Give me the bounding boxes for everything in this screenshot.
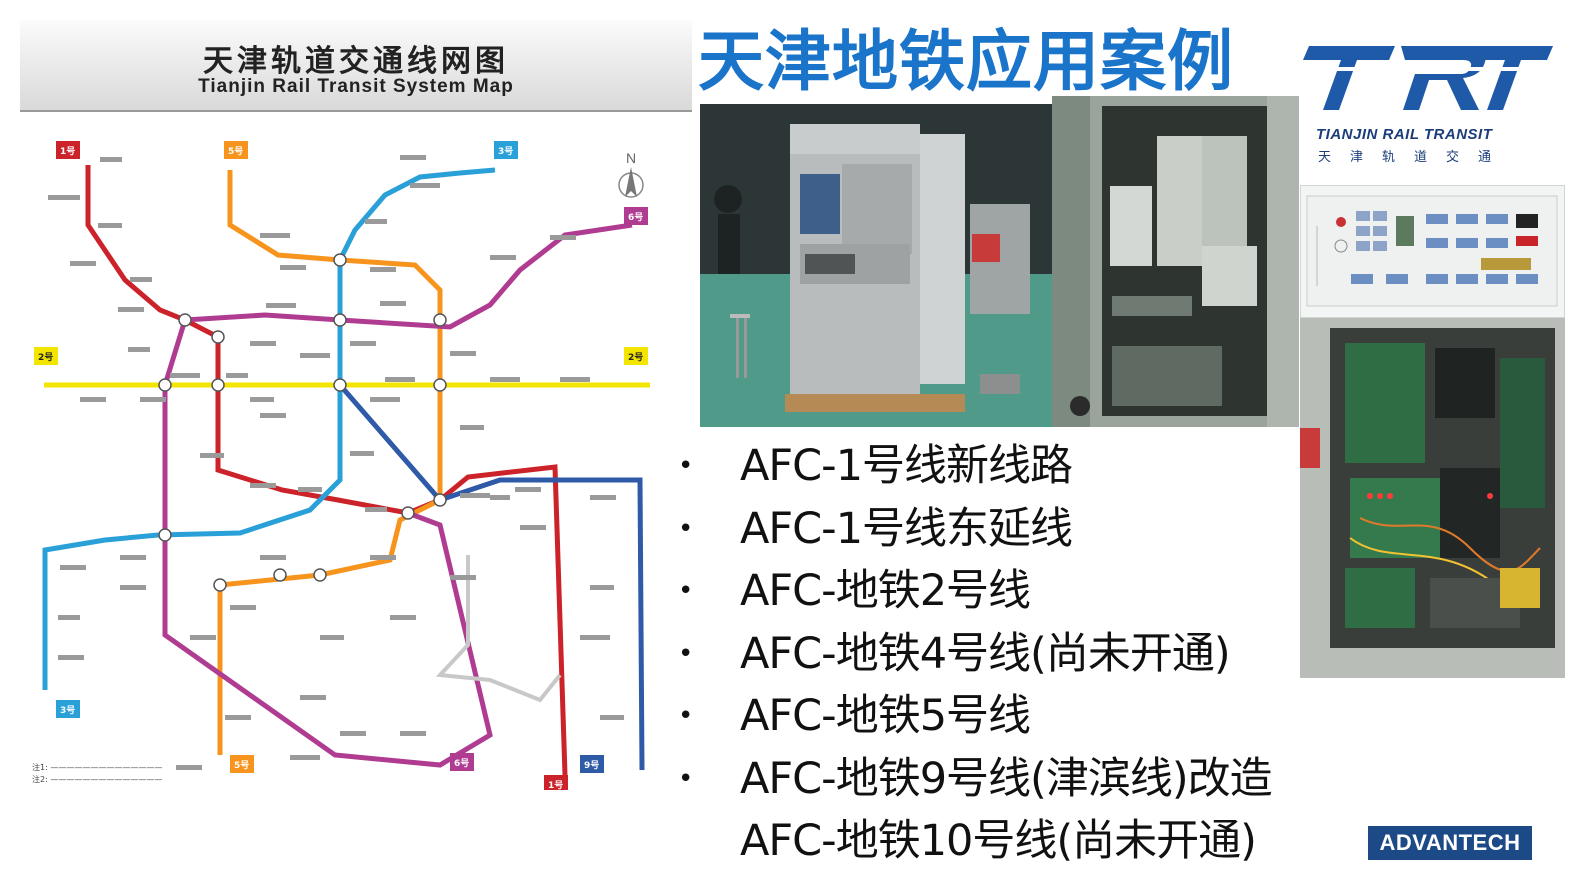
list-item-text: AFC-地铁4号线(尚未开通) [740,628,1231,679]
line-9-route [338,383,645,771]
bullet-marker: • [678,576,694,606]
map-title-cn: 天津轨道交通线网图 [203,44,509,79]
badge-line-5: 5号 [228,146,243,157]
map-header: 天津轨道交通线网图 Tianjin Rail Transit System Ma… [20,20,692,112]
io-panel-photo [1300,185,1565,318]
transfer-stations [158,253,447,592]
compass-label: N [626,150,636,166]
badge-line-2-east: 2号 [628,352,643,363]
slide-title: 天津地铁应用案例 [698,23,1234,100]
station-labels [48,155,624,770]
line-3-route [42,167,496,690]
trt-logo-icon [1303,46,1553,110]
map-note-1: 注1: —————————————— [32,763,163,772]
list-item-text: AFC-1号线新线路 [740,441,1073,491]
list-item-text: AFC-地铁9号线(津滨线)改造 [740,753,1273,804]
badge-line-6-south: 6号 [454,758,469,769]
line-6-route [162,222,633,768]
map-title-en: Tianjin Rail Transit System Map [198,76,514,97]
bullet-marker: • [678,513,694,544]
trt-logo-text-cn: 天津轨道交通 [1318,150,1511,165]
badge-line-9: 9号 [584,760,599,771]
list-item-text: AFC-地铁10号线(尚未开通) [740,816,1257,866]
badge-line-3: 3号 [498,146,513,157]
line-planned-route [435,555,562,703]
bullet-marker: • [678,701,694,731]
metro-map: 天津轨道交通线网图 Tianjin Rail Transit System Ma… [20,20,692,790]
badge-line-2-west: 2号 [38,352,53,363]
metro-map-diagram: N 1号 5号 3号 6号 2号 [34,141,650,790]
list-item-text: AFC-地铁5号线 [740,691,1031,741]
list-item-text: AFC-地铁2号线 [740,566,1031,616]
circuit-board-photo [1300,318,1565,678]
afc-kiosk-photo [700,104,1052,427]
afc-cabinet-photo [1052,96,1299,427]
badge-line-1-south: 1号 [548,780,563,790]
compass-icon: N [618,150,644,198]
line-badges: 1号 5号 3号 6号 2号 2号 3号 5号 6号 9号 1号 [34,141,648,790]
map-note-2: 注2: —————————————— [32,775,163,784]
bullet-marker: • [678,638,694,669]
badge-line-3-south: 3号 [60,705,75,716]
advantech-logo: ADVANTECH [1368,826,1532,860]
trt-logo-text-en: TIANJIN RAIL TRANSIT [1316,126,1493,143]
badge-line-5-south: 5号 [234,760,249,771]
bullet-marker: • [678,451,694,481]
list-item-text: AFC-1号线东延线 [740,503,1073,554]
line-1-route [85,165,568,776]
bullet-marker: • [678,763,694,794]
badge-line-6: 6号 [628,212,643,223]
badge-line-1: 1号 [60,146,75,157]
